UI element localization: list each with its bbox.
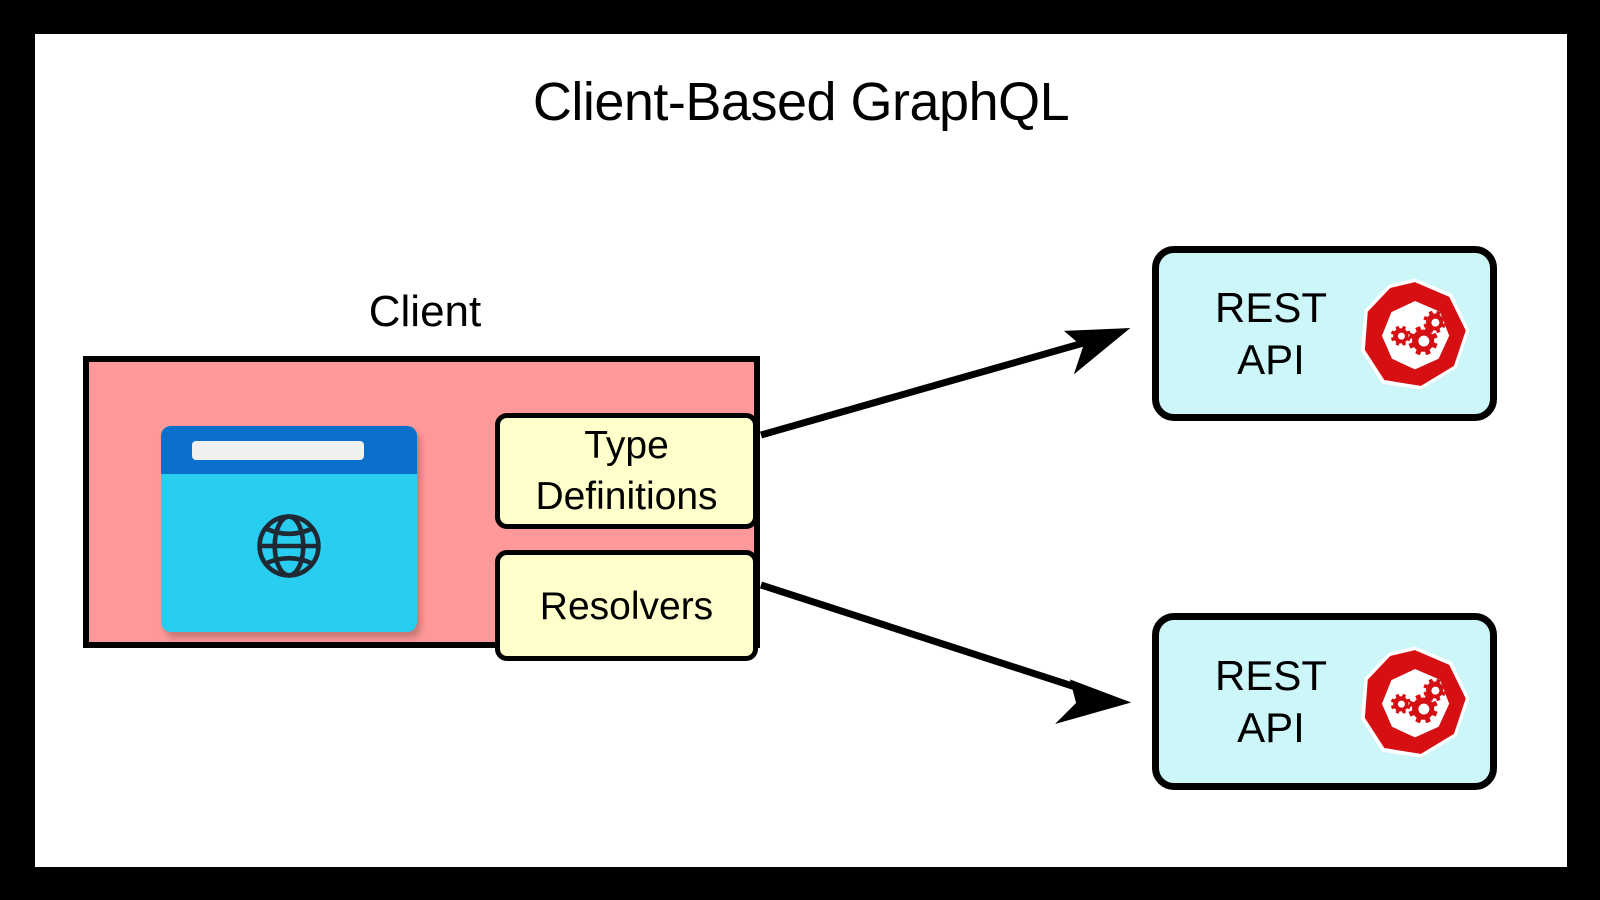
connector-client-to-rest-api-1 [760, 332, 1109, 439]
module-type-definitions[interactable]: Type Definitions [495, 413, 758, 529]
browser-address-bar [192, 441, 364, 460]
module-label-line1: Type [584, 424, 669, 467]
gears-heptagon-icon [1360, 646, 1470, 757]
module-label-line2: Definitions [535, 475, 718, 518]
service-rest-api-1[interactable]: REST API [1152, 246, 1497, 421]
arrowhead-rest-api-2 [1055, 679, 1132, 725]
gears-heptagon-icon [1360, 278, 1470, 389]
module-label-line1: Resolvers [539, 585, 714, 628]
diagram-canvas: Client-Based GraphQL Client [35, 34, 1567, 867]
client-group-label: Client [368, 287, 482, 336]
module-label-stack: Type Definitions [535, 420, 717, 522]
service-label-line1: REST [1214, 651, 1327, 699]
arrowhead-rest-api-1 [1063, 328, 1131, 375]
page-title: Client-Based GraphQL [532, 72, 1070, 132]
connector-client-to-rest-api-2 [759, 581, 1099, 698]
browser-titlebar [161, 426, 417, 474]
browser-window-globe-icon [161, 426, 417, 632]
globe-icon [257, 514, 321, 578]
service-rest-api-2[interactable]: REST API [1152, 613, 1497, 790]
service-label-line1: REST [1214, 283, 1327, 331]
service-label-line2: API [1237, 335, 1305, 383]
service-label-stack: REST API [1181, 282, 1361, 386]
service-label-line2: API [1237, 703, 1305, 751]
client-container[interactable]: Type Definitions Resolvers [83, 356, 760, 661]
service-label-stack: REST API [1181, 650, 1361, 754]
module-resolvers[interactable]: Resolvers [495, 550, 758, 661]
